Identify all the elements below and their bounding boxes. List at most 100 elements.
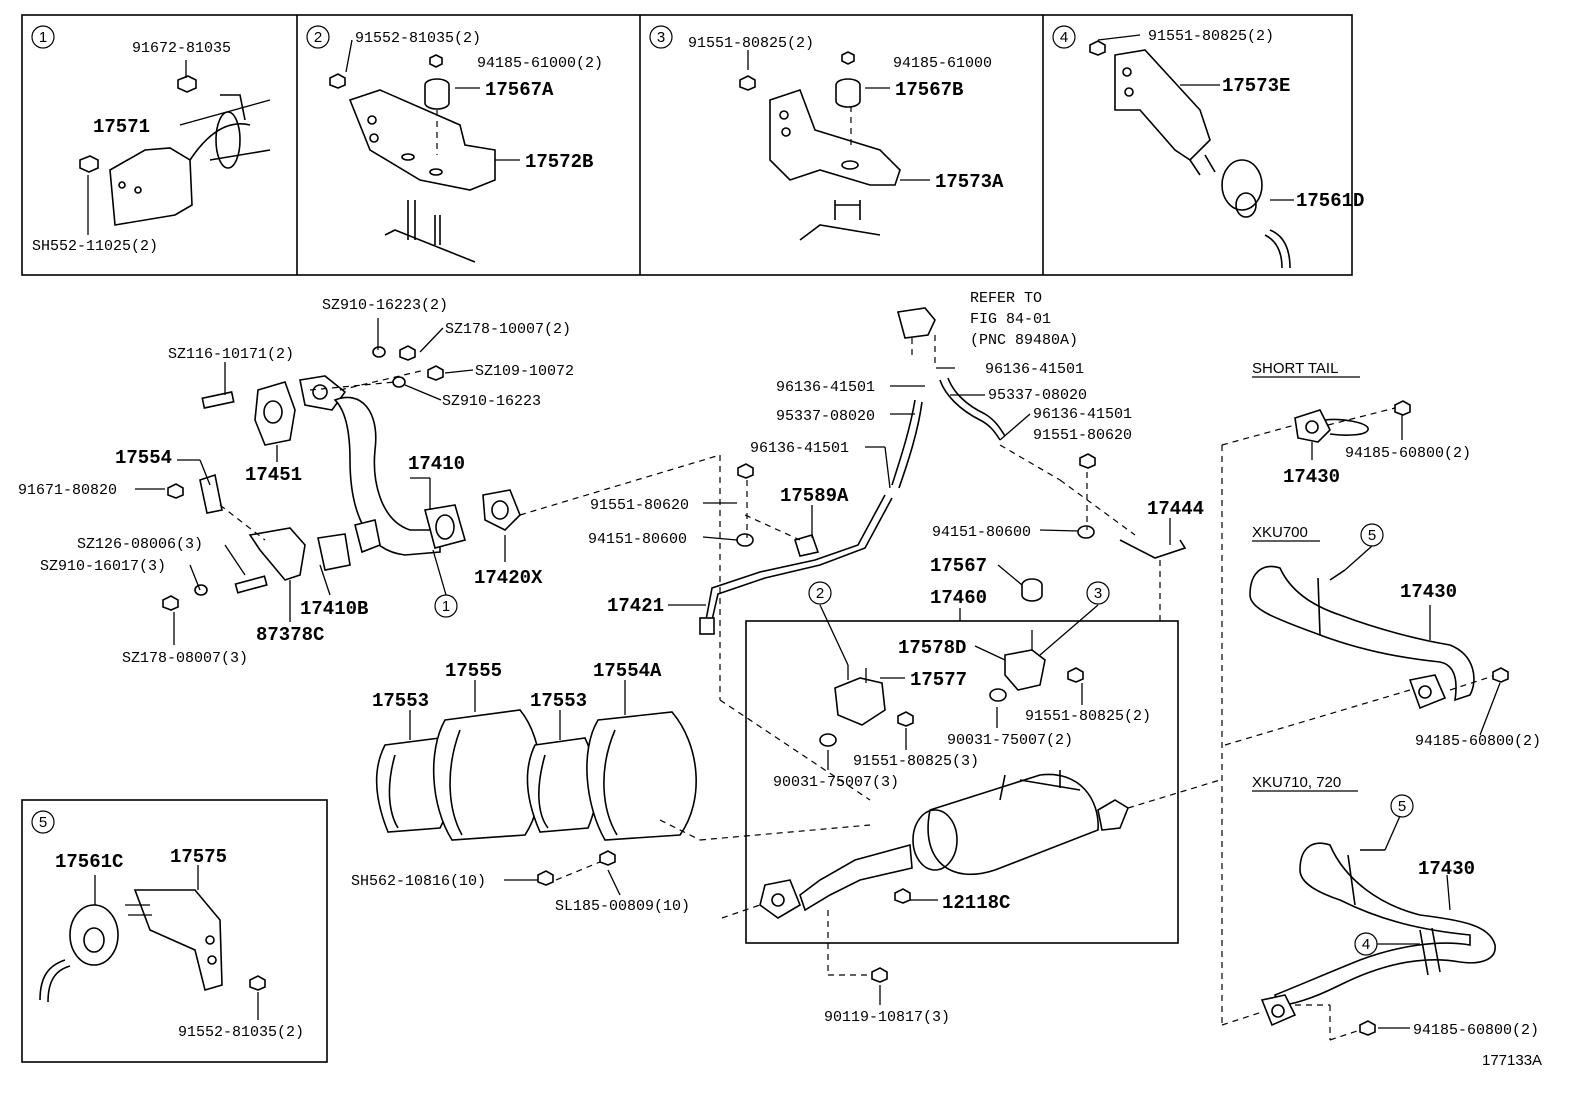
inset-frames [21,14,1353,1063]
label-17567a: 17567A [485,79,554,101]
label-90031-75007-2: 90031-75007(2) [947,732,1073,749]
label-17572b: 17572B [525,151,593,173]
variant-underlines [1252,376,1360,792]
label-91552-81035: 91552-81035(2) [355,30,481,47]
label-17561d: 17561D [1296,190,1364,212]
label-91551-80620-b: 91551-80620 [590,497,689,514]
label-91551-80825-2: 91551-80825(2) [1025,708,1151,725]
variant-xku710-720: XKU710, 720 [1252,774,1341,791]
inset-number-1: 1 [39,29,47,46]
label-91552-81035: 91552-81035(2) [178,1024,304,1041]
inset5-drawing [39,865,266,1020]
label-sz178-08007: SZ178-08007(3) [122,650,248,667]
variant-xku700: XKU700 [1252,524,1308,541]
refer-line-3: (PNC 89480A) [970,332,1078,349]
inset-number-markers: 1 2 3 4 5 1 2 3 5 5 4 [31,25,1414,956]
label-17410b: 17410B [300,598,368,620]
label-96136-41501-c: 96136-41501 [1033,406,1132,423]
label-87378c: 87378C [256,624,324,646]
label-sh552-11025: SH552-11025(2) [32,238,158,255]
callout-1: 1 [442,598,450,615]
label-90031-75007-3: 90031-75007(3) [773,774,899,791]
label-17420x: 17420X [474,567,543,589]
label-91551-80620-a: 91551-80620 [1033,427,1132,444]
label-17554a: 17554A [593,660,662,682]
label-96136-41501-b: 96136-41501 [776,379,875,396]
label-17553-b: 17553 [530,690,587,712]
callout-5a: 5 [1368,527,1376,544]
label-95337-08020-a: 95337-08020 [988,387,1087,404]
label-90119-10817: 90119-10817(3) [824,1009,950,1026]
label-17430-xku700: 17430 [1400,581,1457,603]
inset-number-3: 3 [657,29,665,46]
part-labels: 91672-81035 17571 SH552-11025(2) 91552-8… [18,28,1542,1069]
label-17460: 17460 [930,587,987,609]
label-91551-80825-i3: 91551-80825(2) [688,35,814,52]
sensor-pipes-drawing [668,307,1187,801]
inset1-drawing [79,60,271,235]
label-94185-61000-2: 94185-61000(2) [477,55,603,72]
callout-2: 2 [816,585,824,602]
label-sz109-10072: SZ109-10072 [475,363,574,380]
label-sh562-10816: SH562-10816(10) [351,873,486,890]
label-94151-80600-a: 94151-80600 [588,531,687,548]
label-94185-60800-c: 94185-60800(2) [1413,1022,1539,1039]
label-17577: 17577 [910,669,967,691]
label-96136-41501-a: 96136-41501 [985,361,1084,378]
inset-number-4: 4 [1060,29,1068,46]
label-17451: 17451 [245,464,302,486]
callout-3: 3 [1094,585,1102,602]
inset-number-5: 5 [39,814,47,831]
label-17561c: 17561C [55,851,123,873]
label-12118c: 12118C [942,892,1010,914]
label-17553-a: 17553 [372,690,429,712]
front-pipe-drawing [135,318,721,645]
label-sz910-16223: SZ910-16223 [442,393,541,410]
tail-pipes-drawing [1221,400,1509,1041]
label-17573e: 17573E [1222,75,1290,97]
label-17567b: 17567B [895,79,963,101]
label-sl185-00809: SL185-00809(10) [555,898,690,915]
label-17573a: 17573A [935,171,1004,193]
label-94185-60800-b: 94185-60800(2) [1415,733,1541,750]
label-17430-xku710: 17430 [1418,858,1475,880]
label-17554: 17554 [115,447,172,469]
label-95337-08020-b: 95337-08020 [776,408,875,425]
callout-4: 4 [1362,936,1370,953]
label-17444: 17444 [1147,498,1204,520]
label-17555: 17555 [445,660,502,682]
label-17589a: 17589A [780,485,849,507]
label-17421: 17421 [607,595,664,617]
label-17567: 17567 [930,555,987,577]
inset3-drawing [739,50,930,241]
label-94151-80600-b: 94151-80600 [932,524,1031,541]
label-17575: 17575 [170,846,227,868]
refer-line-1: REFER TO [970,290,1042,307]
label-17430-short: 17430 [1283,466,1340,488]
label-17410: 17410 [408,453,465,475]
label-94185-60800-a: 94185-60800(2) [1345,445,1471,462]
refer-line-2: FIG 84-01 [970,311,1051,328]
variant-short-tail: SHORT TAIL [1252,360,1338,377]
label-96136-41501-d: 96136-41501 [750,440,849,457]
inset-number-2: 2 [314,29,322,46]
label-sz126-08006: SZ126-08006(3) [77,536,203,553]
label-sz116-10171: SZ116-10171(2) [168,346,294,363]
inset4-drawing [1089,34,1294,269]
label-94185-61000: 94185-61000 [893,55,992,72]
callout-5b: 5 [1398,798,1406,815]
label-91551-80825-3: 91551-80825(3) [853,753,979,770]
label-sz178-10007: SZ178-10007(2) [445,321,571,338]
catalyst-drawing [375,680,871,896]
diagram-id: 177133A [1482,1052,1542,1069]
label-17571: 17571 [93,116,150,138]
label-17578d: 17578D [898,637,966,659]
muffler-drawing [721,604,1221,1005]
label-sz910-16223-2: SZ910-16223(2) [322,297,448,314]
label-91551-80825-i4: 91551-80825(2) [1148,28,1274,45]
label-91671-80820: 91671-80820 [18,482,117,499]
label-91672-81035: 91672-81035 [132,40,231,57]
inset2-drawing [329,39,520,263]
label-sz910-16017: SZ910-16017(3) [40,558,166,575]
